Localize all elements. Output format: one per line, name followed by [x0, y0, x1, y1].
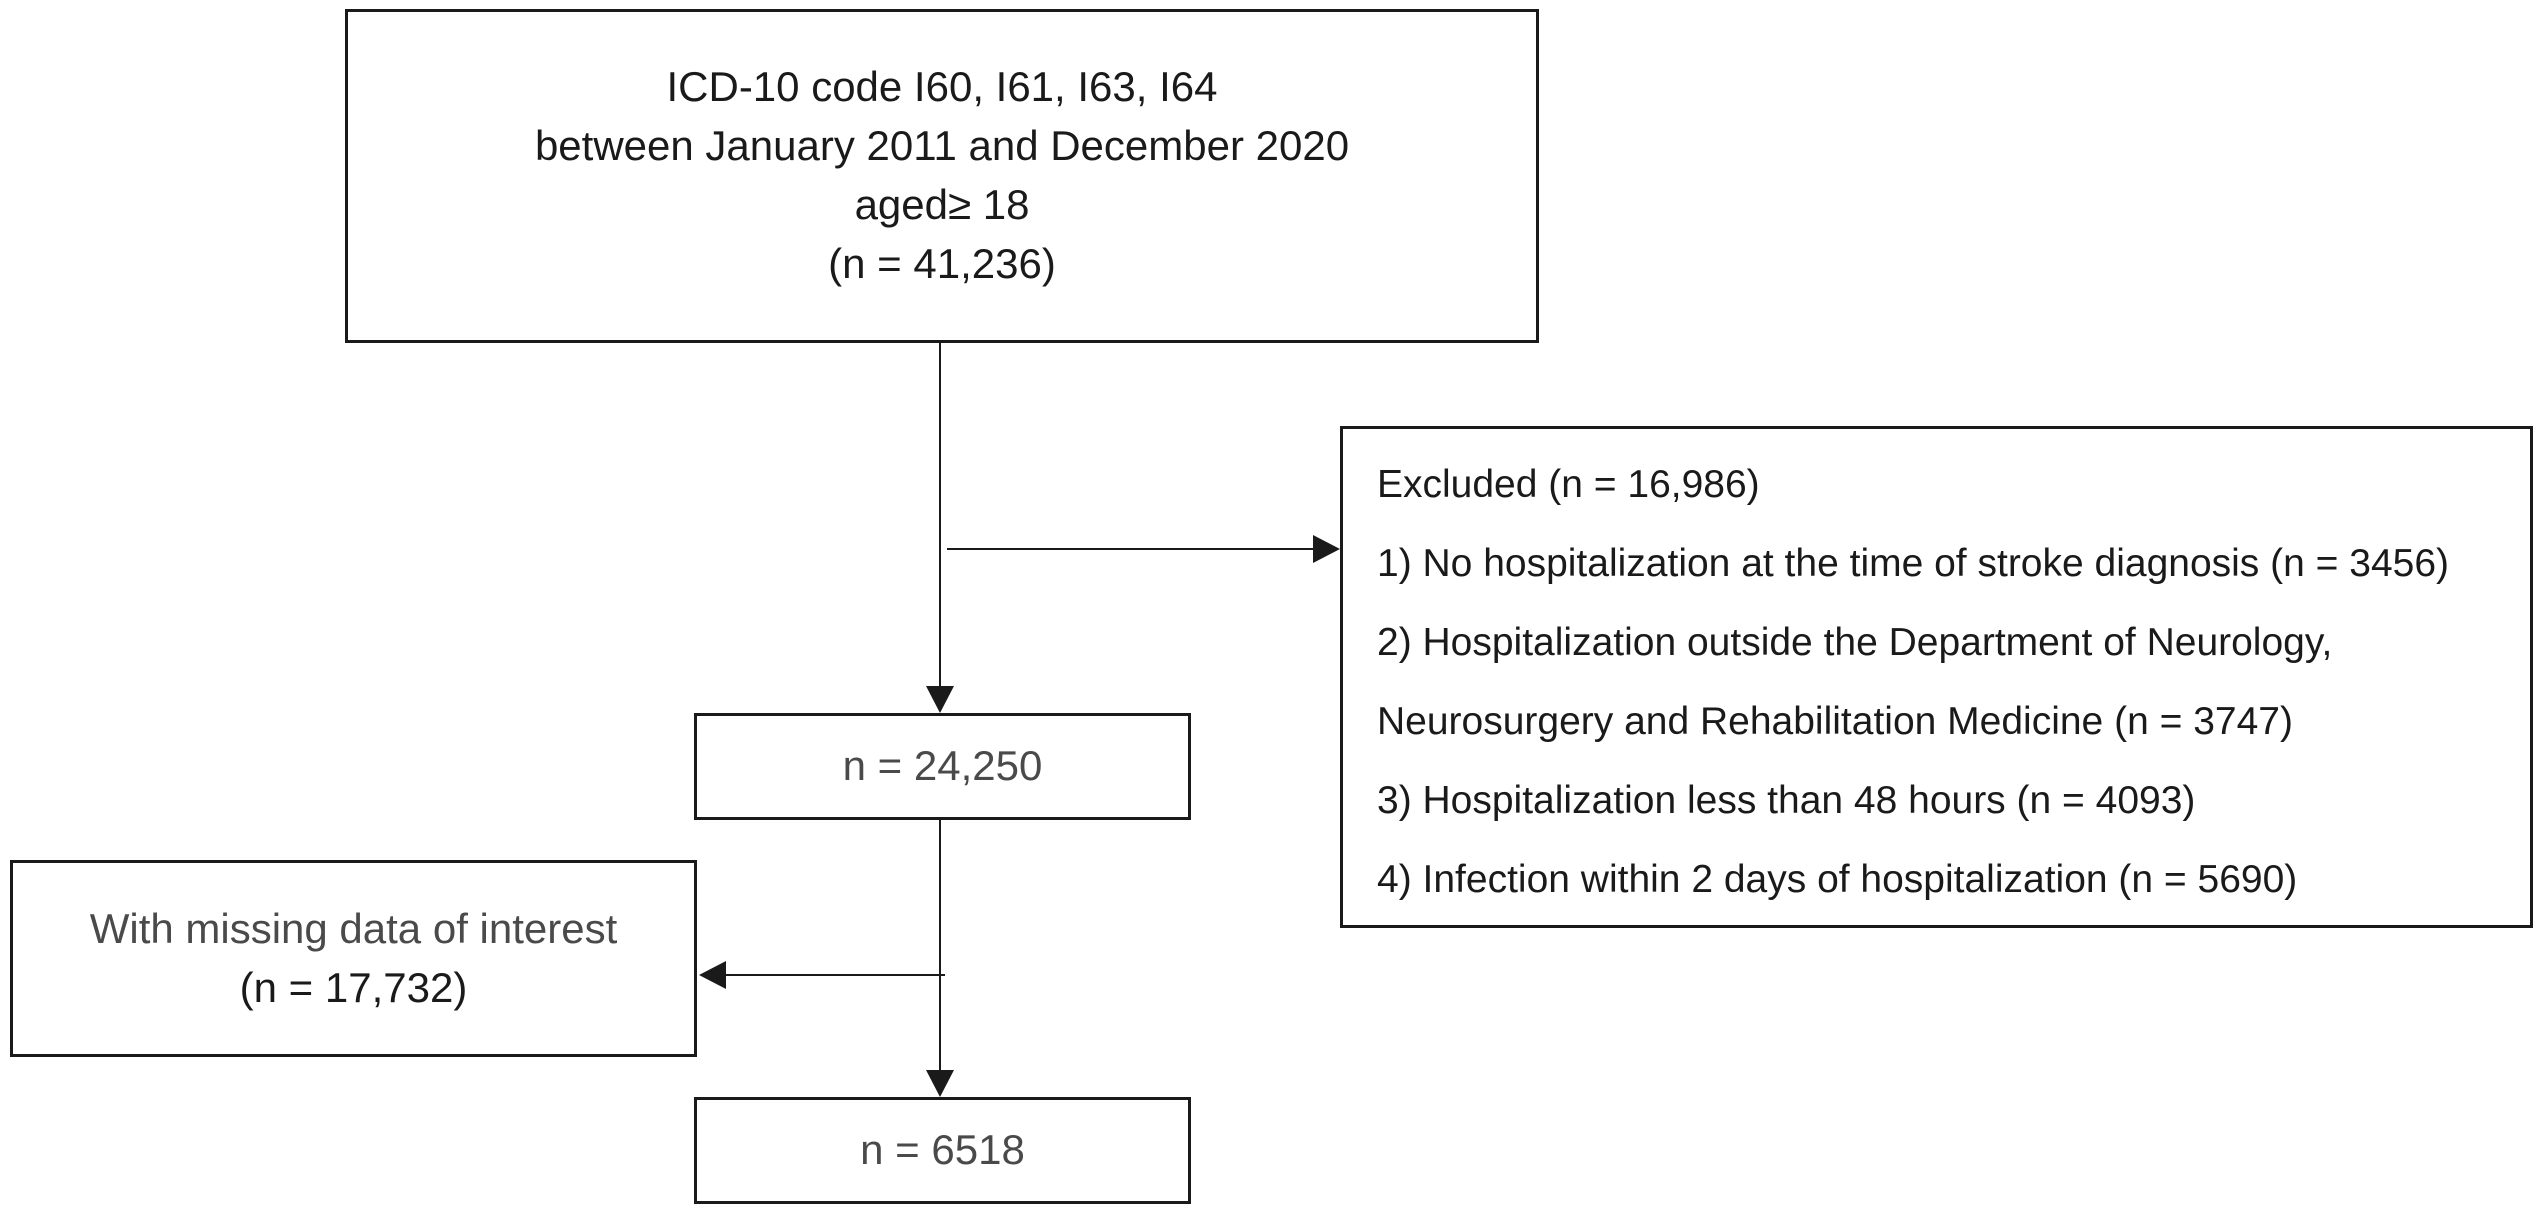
eligibility-line-1: ICD-10 code I60, I61, I63, I64: [666, 63, 1218, 111]
intermediate-count: n = 24,250: [842, 742, 1043, 790]
excluded-box: Excluded (n = 16,986) 1) No hospitalizat…: [1340, 426, 2533, 928]
arrowhead-top-to-middle: [926, 686, 954, 713]
excluded-item-4: 4) Infection within 2 days of hospitaliz…: [1377, 858, 2298, 901]
final-count: n = 6518: [860, 1126, 1025, 1174]
arrowhead-middle-to-final: [926, 1070, 954, 1097]
arrowhead-to-missing: [699, 961, 726, 989]
missing-data-count: (n = 17,732): [239, 963, 468, 1011]
excluded-item-1: 1) No hospitalization at the time of str…: [1377, 542, 2450, 585]
missing-data-label: With missing data of interest: [89, 904, 618, 952]
arrowhead-to-excluded: [1313, 535, 1340, 563]
excluded-title: Excluded (n = 16,986): [1377, 463, 1760, 506]
missing-data-box: With missing data of interest (n = 17,73…: [10, 860, 697, 1057]
eligibility-line-3: aged≥ 18: [854, 181, 1030, 228]
eligibility-line-2: between January 2011 and December 2020: [534, 122, 1350, 170]
intermediate-count-box: n = 24,250: [694, 713, 1191, 820]
excluded-item-2b: Neurosurgery and Rehabilitation Medicine…: [1377, 700, 2293, 743]
final-count-box: n = 6518: [694, 1097, 1191, 1204]
excluded-item-2a: 2) Hospitalization outside the Departmen…: [1377, 621, 2333, 664]
excluded-item-3: 3) Hospitalization less than 48 hours (n…: [1377, 779, 2196, 822]
eligibility-line-4: (n = 41,236): [828, 239, 1056, 287]
eligibility-box: ICD-10 code I60, I61, I63, I64 between J…: [345, 9, 1539, 343]
